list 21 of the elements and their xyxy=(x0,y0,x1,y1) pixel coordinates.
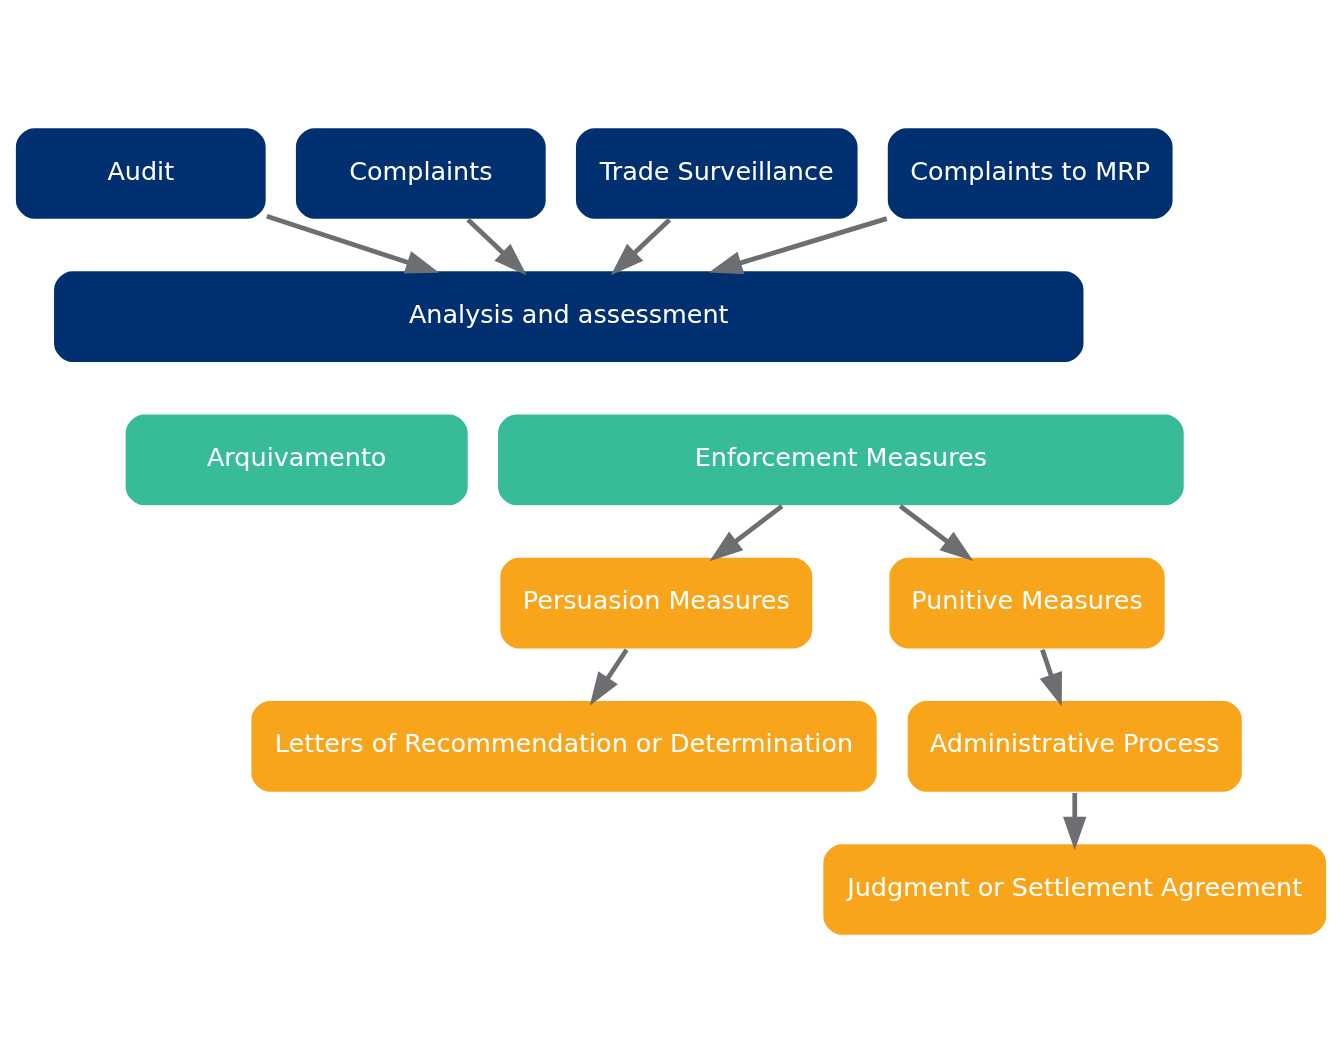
node-box: Audit xyxy=(14,126,268,221)
arrow xyxy=(589,648,629,706)
arrow xyxy=(610,218,672,276)
arrow xyxy=(466,218,527,276)
arrow xyxy=(898,504,974,562)
arrow xyxy=(708,216,888,275)
node-box: Letters of Recommendation or Determination xyxy=(249,699,879,794)
arrow xyxy=(1063,792,1087,851)
node-box: Trade Surveillance xyxy=(574,126,860,221)
node-box: Punitive Measures xyxy=(887,556,1167,651)
node-box: Judgment or Settlement Agreement xyxy=(821,842,1328,937)
arrow xyxy=(1039,649,1063,707)
node-box: Complaints xyxy=(294,126,548,221)
arrow xyxy=(266,214,440,274)
node-box: Complaints to MRP xyxy=(886,126,1175,221)
arrow xyxy=(709,504,784,562)
node-box: Arquivamento xyxy=(124,412,470,507)
node-box: Administrative Process xyxy=(906,699,1244,794)
node-box: Enforcement Measures xyxy=(496,412,1186,507)
node-box: Persuasion Measures xyxy=(498,556,814,651)
node-box: Analysis and assessment xyxy=(52,269,1086,364)
